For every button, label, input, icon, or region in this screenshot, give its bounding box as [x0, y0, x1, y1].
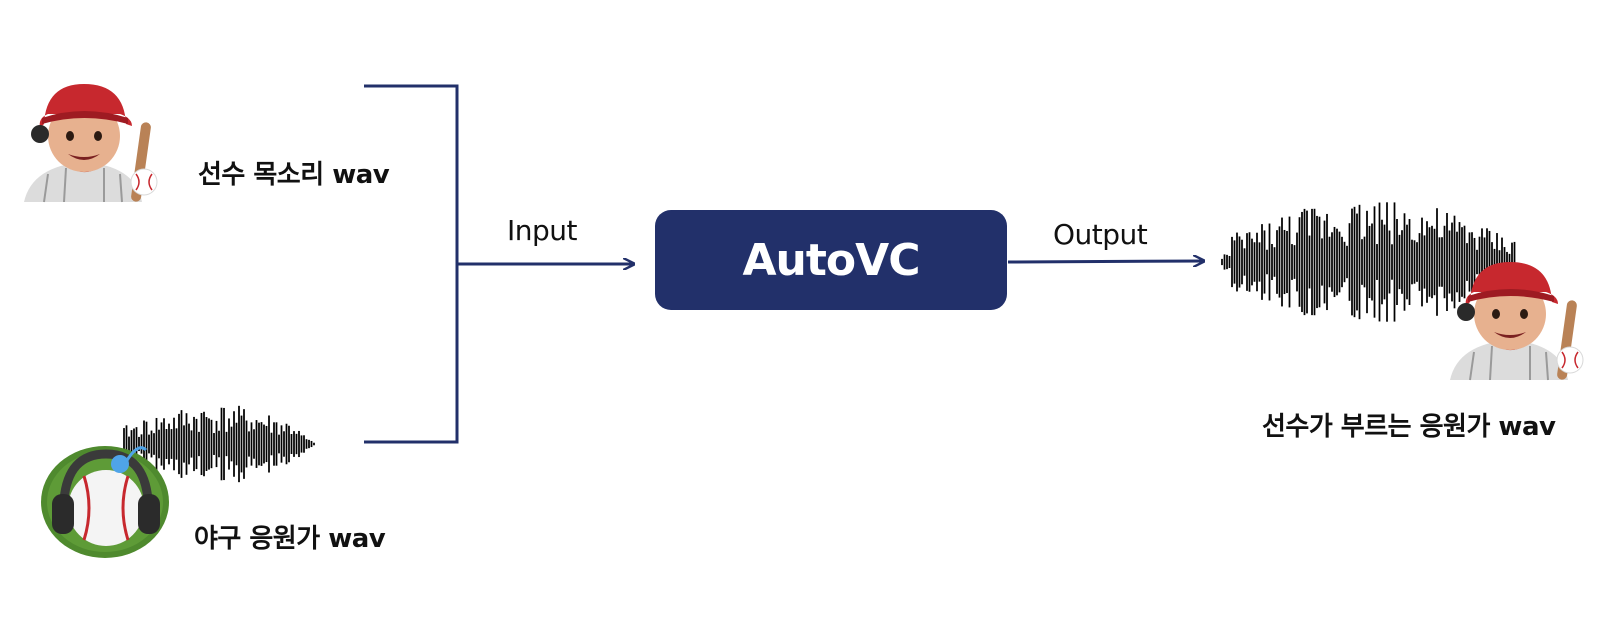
connector-top [364, 84, 459, 262]
autovc-model-box: AutoVC [655, 210, 1007, 310]
player-voice-waveform [80, 37, 357, 131]
baseball-player-icon [1450, 262, 1584, 381]
output-arrow [1007, 261, 1204, 262]
connector-bottom [364, 262, 459, 444]
baseball-headphones-icon [41, 446, 169, 558]
baseball-player-icon [24, 84, 158, 203]
input-connector [364, 84, 1204, 444]
autovc-label: AutoVC [742, 234, 921, 286]
result-label: 선수가 부르는 응원가 wav [1262, 412, 1556, 442]
input-label: Input [507, 214, 578, 247]
player-voice-label: 선수 목소리 wav [198, 160, 390, 190]
cheer-song-label: 야구 응원가 wav [194, 524, 386, 554]
cheer-song-waveform [123, 405, 315, 483]
result-waveform [1221, 202, 1516, 322]
output-label: Output [1053, 218, 1148, 251]
